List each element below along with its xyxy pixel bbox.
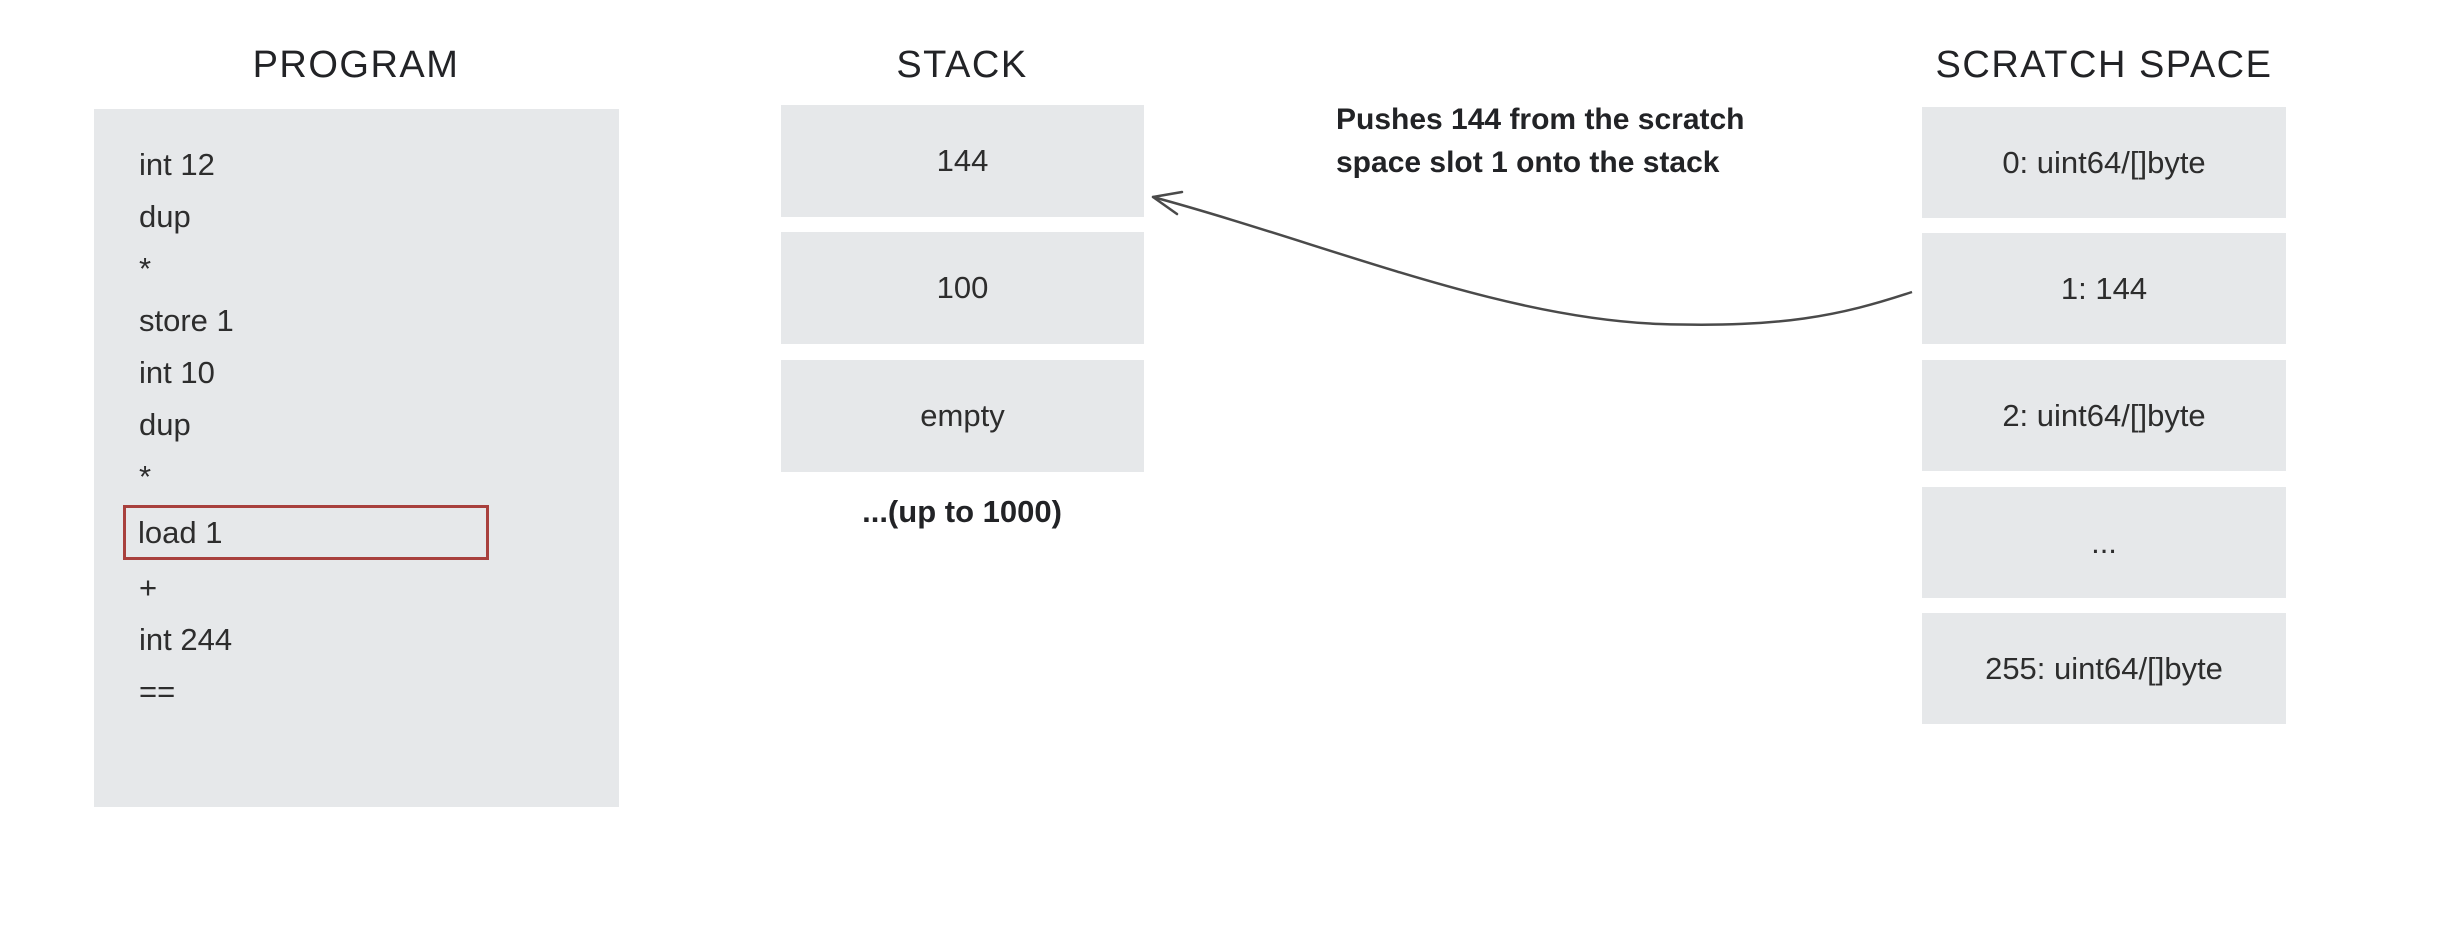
program-line: int 244: [139, 622, 233, 657]
scratch-slot-255: 255: uint64/[]byte: [1922, 613, 2286, 724]
program-line: dup: [139, 407, 191, 442]
program-line: *: [139, 251, 152, 286]
program-line: +: [139, 570, 158, 605]
stack-capacity-note: ...(up to 1000): [862, 494, 1062, 529]
scratch-column-title: SCRATCH SPACE: [1935, 44, 2273, 86]
arrow-curve: [1152, 195, 1913, 327]
program-line: dup: [139, 199, 191, 234]
program-box: int 12 dup * store 1 int 10 dup * load 1…: [94, 109, 619, 807]
stack-slot-empty: empty: [781, 360, 1144, 472]
arrow-annotation: Pushes 144 from the scratch space slot 1…: [1336, 98, 1856, 184]
program-column-title: PROGRAM: [252, 44, 460, 86]
annotation-line: Pushes 144 from the scratch: [1336, 103, 1745, 136]
current-instruction-highlight-box: load 1: [123, 505, 489, 560]
program-line: int 10: [139, 355, 215, 390]
program-line-label: load 1: [138, 514, 223, 550]
program-line: ==: [139, 674, 176, 709]
stack-slot-top: 144: [781, 105, 1144, 217]
scratch-slot-1: 1: 144: [1922, 233, 2286, 344]
arrowhead-icon: [1151, 190, 1184, 216]
scratch-slot-0: 0: uint64/[]byte: [1922, 107, 2286, 218]
stack-column-title: STACK: [896, 44, 1028, 86]
program-line: int 12: [139, 147, 215, 182]
annotation-line: space slot 1 onto the stack: [1336, 146, 1720, 179]
stack-slot-middle: 100: [781, 232, 1144, 344]
scratch-slot-2: 2: uint64/[]byte: [1922, 360, 2286, 471]
program-line-highlighted: load 1: [94, 503, 619, 562]
program-line: *: [139, 459, 152, 494]
scratch-slot-ellipsis: ...: [1922, 487, 2286, 598]
program-line: store 1: [139, 303, 234, 338]
